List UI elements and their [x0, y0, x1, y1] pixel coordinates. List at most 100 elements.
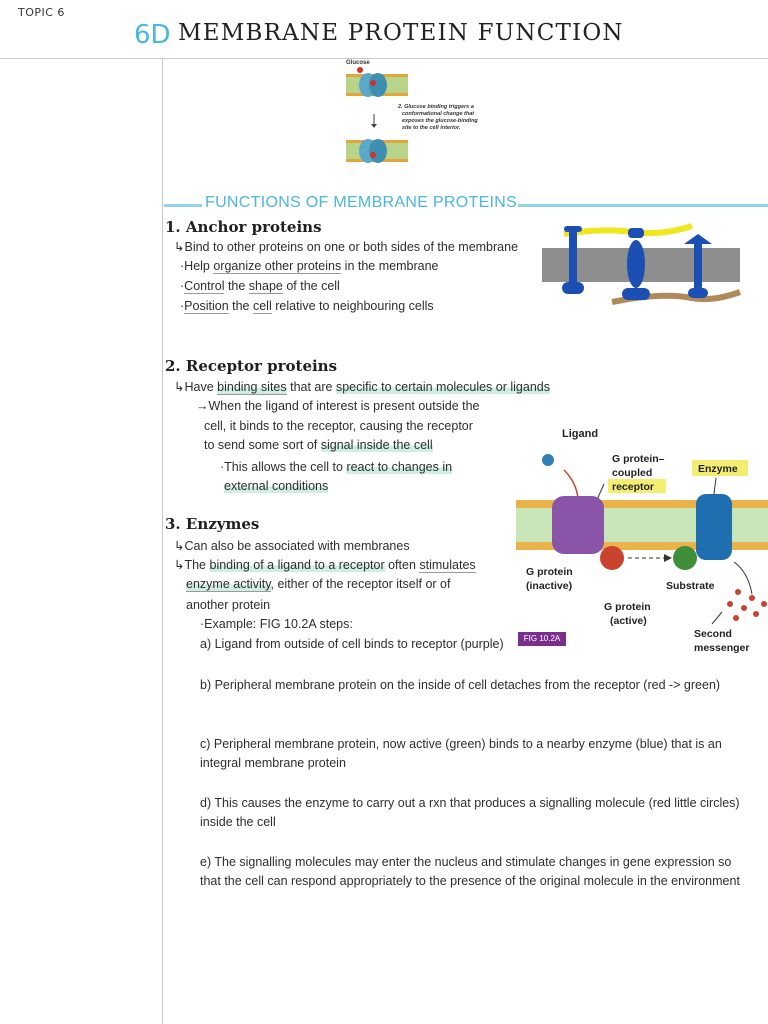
receptor-label-1: G protein–	[612, 453, 665, 465]
step-b: b) Peripheral membrane protein on the in…	[200, 678, 721, 692]
receptor-label-2: coupled	[612, 467, 652, 479]
anchor-b1-post: in the membrane	[341, 259, 439, 273]
enzymes-l2-underline: stimulates	[419, 558, 476, 573]
anchor-b1-pre: ·Help	[180, 259, 214, 273]
section-title: FUNCTIONS OF MEMBRANE PROTEINS	[205, 194, 518, 211]
receptor-line-6: external conditions	[224, 479, 329, 493]
glucose-transporter-figure: Glucose 2. Glucose binding triggers a co…	[346, 60, 478, 163]
ligand-arrow-icon	[563, 469, 579, 499]
ligand-label: Ligand	[562, 428, 598, 440]
anchor-protein-3-icon	[684, 234, 712, 298]
g-protein-active	[673, 546, 697, 570]
receptor-heading: 2. Receptor proteins	[165, 357, 338, 375]
step-e: e) The signalling molecules may enter th…	[200, 855, 740, 888]
receptor-l1-prefix: ↳Have	[174, 380, 218, 394]
glucose-label: Glucose	[346, 60, 370, 66]
receptor-line-5: ·This allows the cell to react to change…	[220, 460, 453, 474]
receptor-protein	[552, 496, 604, 554]
receptor-l6-highlight: external conditions	[224, 479, 329, 493]
enzymes-l2-mid: often	[384, 558, 420, 572]
enzymes-l2-highlight: binding of a ligand to a receptor	[209, 558, 385, 572]
enzymes-example: ·Example: FIG 10.2A steps:	[200, 617, 353, 631]
anchor-b3-mid: the	[228, 299, 253, 313]
substrate-label: Substrate	[666, 580, 715, 592]
enzyme-protein	[696, 494, 732, 560]
receptor-l4-highlight: signal inside the cell	[320, 438, 433, 452]
receptor-line-1: ↳Have binding sites that are specific to…	[174, 379, 550, 395]
dashed-arrowhead-icon	[664, 554, 672, 562]
anchor-b3-post: relative to neighbouring cells	[271, 299, 434, 313]
anchor-line-1-text: Bind to other proteins on one or both si…	[184, 240, 519, 254]
step-d: d) This causes the enzyme to carry out a…	[200, 796, 740, 829]
receptor-l1-highlight-1: binding sites	[217, 380, 287, 395]
enzymes-heading: 3. Enzymes	[165, 515, 260, 533]
enzyme-label-highlight	[692, 460, 748, 476]
second-messenger-label-1: Second	[694, 628, 732, 640]
glucose-step-line-2: conformational change that	[402, 111, 475, 117]
second-messenger-molecules	[727, 589, 767, 621]
enzymes-line-3: enzyme activity, either of the receptor …	[186, 577, 451, 592]
anchor-line-1: ↳Bind to other proteins on one or both s…	[174, 239, 518, 254]
enzyme-label: Enzyme	[698, 463, 738, 475]
section-rule-right	[518, 204, 768, 207]
receptor-l1-mid: that are	[286, 380, 336, 394]
gp-inactive-label-1: G protein	[526, 566, 573, 578]
section-code: 6D	[134, 20, 171, 50]
second-messenger-label-2: messenger	[694, 642, 749, 654]
fig-badge: FIG 10.2A	[518, 632, 566, 646]
receptor-l5-highlight: react to changes in	[346, 460, 453, 474]
anchor-heading: 1. Anchor proteins	[165, 218, 322, 236]
product-arrow	[733, 561, 753, 595]
glucose-molecule	[357, 67, 363, 73]
enzymes-line-1: ↳Can also be associated with membranes	[174, 539, 410, 553]
anchor-b3-underline: Position	[184, 299, 229, 314]
arrow-icon: ↳	[174, 240, 185, 254]
receptor-line-2: →When the ligand of interest is present …	[196, 399, 480, 413]
transporter-bottom-icon	[359, 139, 387, 163]
enzyme-pointer	[713, 477, 717, 495]
anchor-bullet-2: ·Control the shape of the cell	[180, 279, 340, 294]
anchor-bullet-3: ·Position the cell relative to neighbour…	[180, 299, 434, 314]
enzymes-line-4: another protein	[186, 598, 271, 612]
anchor-b2-underline: Control	[184, 279, 225, 294]
section-rule-left	[164, 204, 202, 207]
anchor-b2-mid: the	[224, 279, 249, 293]
step-c: c) Peripheral membrane protein, now acti…	[200, 737, 722, 770]
enzymes-l3-post: , either of the receptor itself or of	[270, 577, 451, 591]
anchor-protein-2-icon	[622, 228, 650, 300]
messenger-pointer	[711, 611, 723, 625]
receptor-line-3: cell, it binds to the receptor, causing …	[204, 419, 473, 433]
anchor-proteins-figure	[542, 223, 742, 305]
receptor-label-highlight	[608, 479, 666, 493]
g-protein-inactive	[600, 546, 624, 570]
step-a: a) Ligand from outside of cell binds to …	[200, 637, 504, 651]
receptor-line-4: to send some sort of signal inside the c…	[204, 438, 433, 452]
gp-inactive-label-2: (inactive)	[526, 580, 572, 592]
receptor-l4-pre: to send some sort of	[204, 438, 321, 452]
receptor-l5-pre: ·This allows the cell to	[220, 460, 347, 474]
enzymes-l2-pre: ↳The	[174, 558, 210, 572]
receptor-l1-highlight-2: specific to certain molecules or ligands	[335, 380, 550, 394]
anchor-protein-1-icon	[562, 226, 584, 294]
gp-active-label-2: (active)	[610, 615, 647, 627]
receptor-label-3: receptor	[612, 481, 654, 493]
anchor-b2-underline-2: shape	[248, 279, 283, 294]
glucose-step-line-3: exposes the glucose-binding	[402, 118, 478, 124]
gp-active-label-1: G protein	[604, 601, 651, 613]
topic-label: TOPIC 6	[18, 6, 65, 19]
glucose-step-line-1: 2. Glucose binding triggers a	[397, 104, 474, 110]
enzymes-line-2: ↳The binding of a ligand to a receptor o…	[174, 557, 476, 573]
margin-line	[162, 58, 163, 1024]
page-title: MEMBRANE PROTEIN FUNCTION	[178, 20, 624, 46]
anchor-b3-pre: ·	[180, 299, 185, 313]
transporter-top-icon	[359, 73, 387, 97]
glucose-step-line-4: site to the cell interior.	[402, 125, 461, 131]
enzymes-l3-highlight: enzyme activity	[186, 577, 271, 592]
anchor-b2-post: of the cell	[282, 279, 340, 293]
g-protein-figure: Ligand G protein– coupled receptor Enzym…	[516, 428, 768, 654]
anchor-b1-underline: organize other proteins	[213, 259, 342, 274]
header-divider	[0, 58, 768, 59]
anchor-b2-pre: ·	[180, 279, 185, 293]
ligand-molecule	[542, 454, 554, 466]
anchor-bullet-1: ·Help organize other proteins in the mem…	[180, 259, 439, 274]
